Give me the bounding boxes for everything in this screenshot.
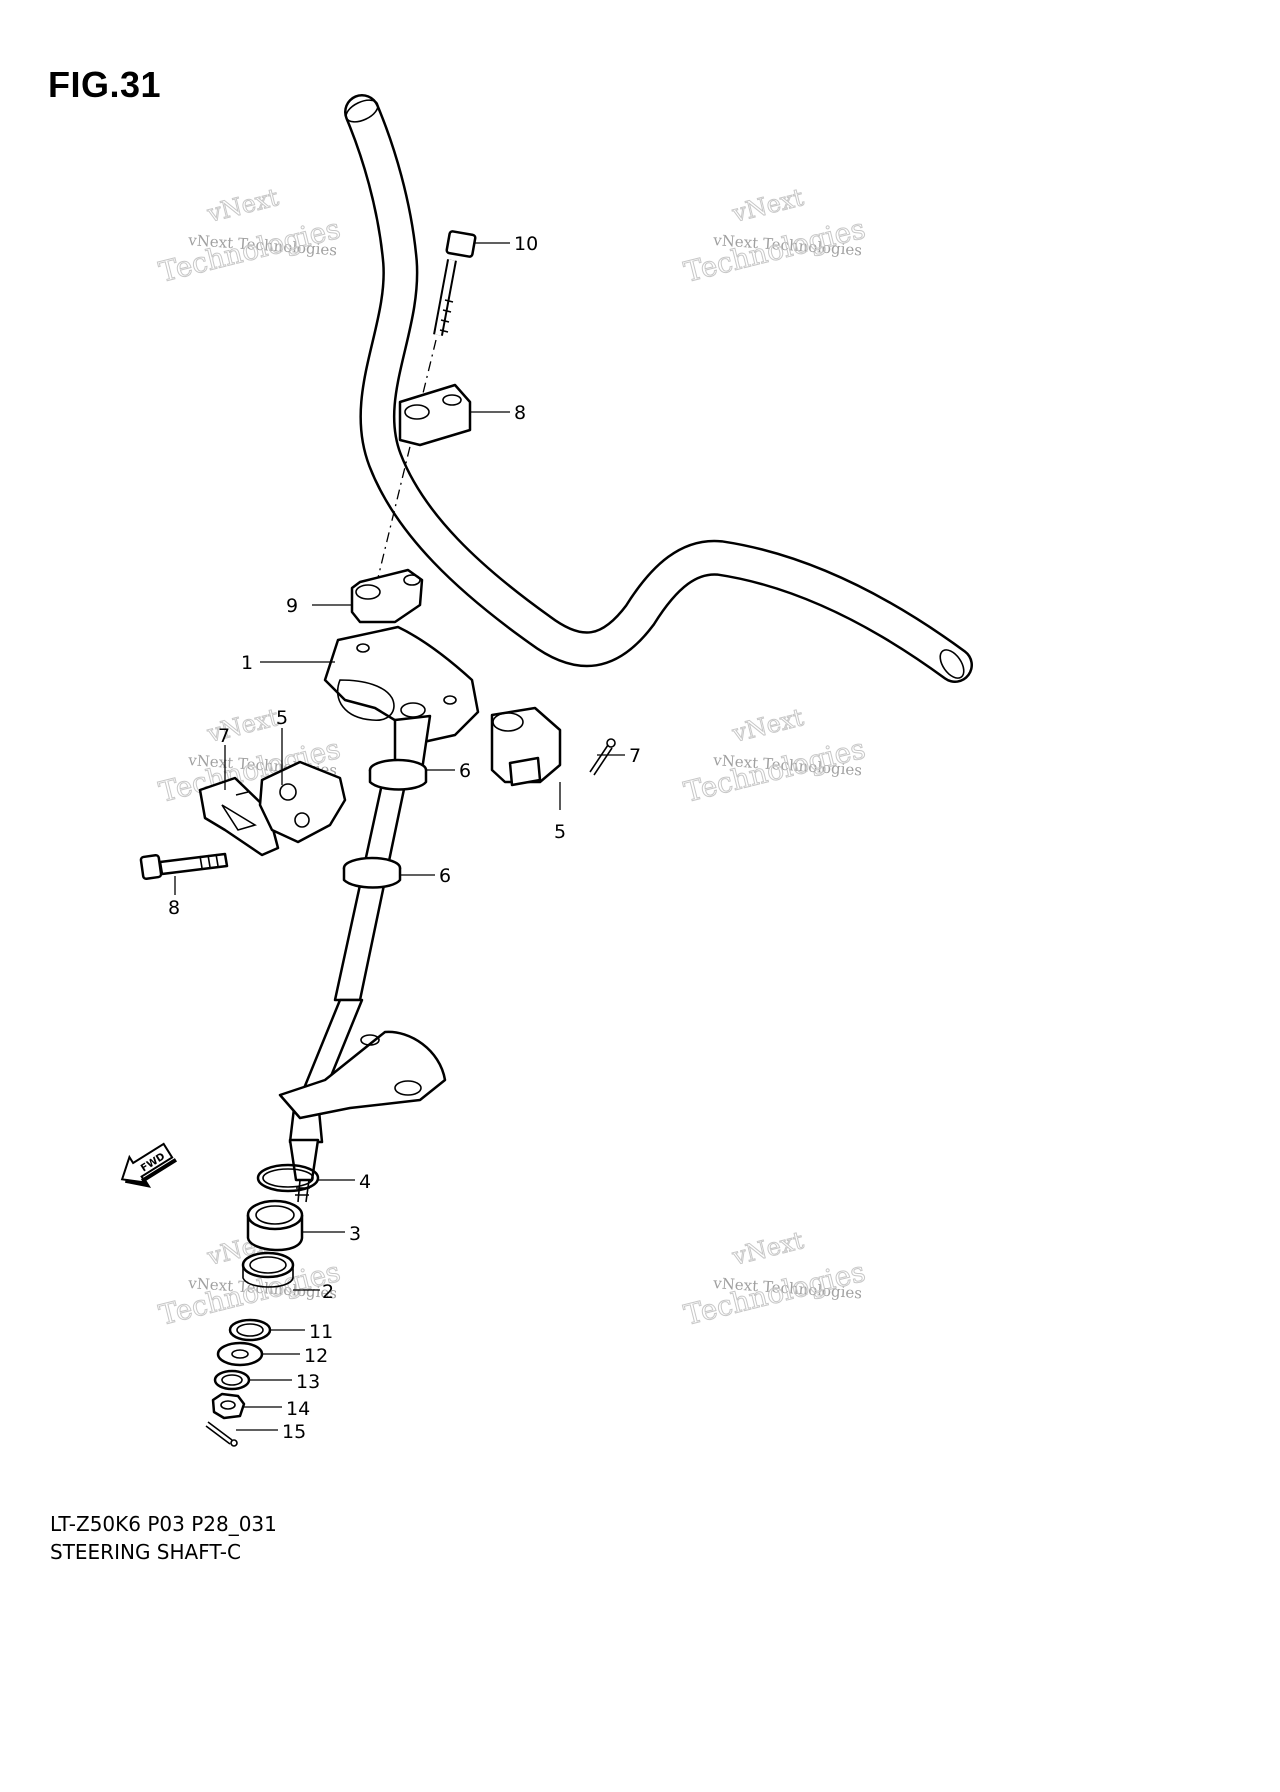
washer-15 [213, 1369, 251, 1391]
watermark-low-right: vNext vNext Technologies Technologies [680, 1226, 869, 1333]
svg-text:vNext: vNext [204, 703, 282, 748]
callout-12: 10 [514, 233, 538, 255]
part-name: STEERING SHAFT-C [50, 1540, 241, 1564]
bush-upper [368, 758, 428, 791]
bolt-12 [433, 230, 477, 336]
washer-14 [216, 1341, 264, 1367]
bolt-axis [374, 339, 437, 591]
watermark-mid-right: vNext vNext Technologies Technologies [680, 703, 869, 810]
watermark-top-right: vNext vNext Technologies Technologies [680, 183, 869, 290]
seal-2 [241, 1251, 295, 1288]
handlebar-holder-upper [398, 383, 472, 447]
watermark-top-left: vNext vNext Technologies Technologies [155, 183, 344, 290]
washer-13 [228, 1318, 272, 1342]
svg-text:Technologies: Technologies [681, 212, 869, 289]
lock-plate [198, 776, 280, 857]
callout-1: 1 [241, 652, 253, 674]
callout-9: 7 [629, 745, 641, 767]
callout-17: 15 [282, 1421, 306, 1443]
cotter-pin-17 [205, 1421, 238, 1447]
model-code: LT-Z50K6 P03 P28_031 [50, 1512, 277, 1536]
bolt-8 [139, 852, 229, 881]
callout-2: 2 [322, 1281, 334, 1303]
callout-14: 12 [304, 1345, 328, 1367]
callout-8: 8 [168, 897, 180, 919]
svg-text:vNext: vNext [204, 183, 282, 228]
o-ring-4 [256, 1163, 320, 1193]
callout-10: 8 [514, 402, 526, 424]
callout-16: 14 [286, 1398, 310, 1420]
handlebar [344, 94, 973, 683]
callout-7: 7 [218, 725, 230, 747]
callout-6-upper: 6 [459, 760, 471, 782]
svg-text:Technologies: Technologies [681, 1255, 869, 1332]
callout-5-left: 5 [276, 707, 288, 729]
callout-3: 3 [349, 1223, 361, 1245]
shaft-holder-left [258, 760, 347, 844]
figure-title: FIG.31 [48, 64, 162, 105]
steering-bracket [323, 625, 480, 775]
callout-4: 4 [359, 1171, 371, 1193]
callout-15: 13 [296, 1371, 320, 1393]
fwd-arrow-icon: FWD [120, 1142, 178, 1188]
bush-lower [342, 856, 402, 889]
svg-text:Technologies: Technologies [681, 732, 869, 809]
cotter-pin-9 [589, 738, 616, 776]
handlebar-holder-lower [350, 568, 424, 624]
shaft-holder-right [490, 706, 562, 787]
svg-text:vNext: vNext [729, 703, 807, 748]
svg-text:Technologies: Technologies [156, 212, 344, 289]
nut-16 [211, 1392, 246, 1420]
callout-13: 11 [309, 1321, 333, 1343]
svg-text:vNext: vNext [729, 183, 807, 228]
svg-text:vNext: vNext [729, 1226, 807, 1271]
callout-5-right: 5 [554, 821, 566, 843]
callout-11: 9 [286, 595, 298, 617]
callout-6-lower: 6 [439, 865, 451, 887]
bearing-3 [246, 1199, 304, 1252]
leader-lines [174, 242, 625, 1431]
